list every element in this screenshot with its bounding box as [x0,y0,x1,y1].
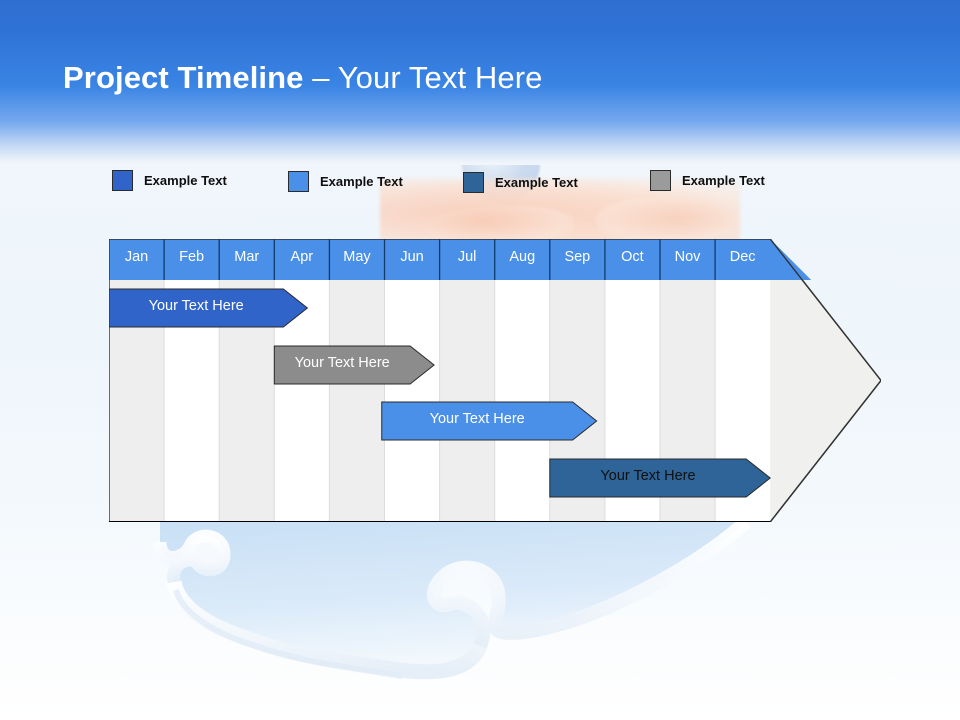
timeline-arrow-graphic [109,239,881,522]
legend-swatch-icon [463,172,484,193]
timeline-column-may [329,280,385,522]
legend-swatch-icon [650,170,671,191]
legend-label: Example Text [144,173,227,188]
legend-label: Example Text [682,173,765,188]
timeline-column-jun [384,280,440,522]
page-title-bold: Project Timeline [63,60,304,95]
page-title-rest: – Your Text Here [303,60,543,95]
legend-item-2: Example Text [288,171,403,192]
legend-swatch-icon [288,171,309,192]
figure-right-arm [596,198,736,244]
legend-label: Example Text [495,175,578,190]
legend-item-3: Example Text [463,172,578,193]
legend-item-4: Example Text [650,170,765,191]
arrow-outline-stroke [109,239,881,522]
timeline-column-aug [494,280,550,522]
timeline-bar-4[interactable] [549,458,772,498]
title-banner [0,0,960,165]
timeline-column-jul [439,280,495,522]
timeline-bar-1[interactable] [109,288,309,328]
puzzle-piece-icon [153,520,751,680]
timeline-bar-2[interactable] [273,345,435,385]
page-title: Project Timeline – Your Text Here [63,60,542,96]
legend-swatch-icon [112,170,133,191]
timeline-bar-3[interactable] [381,401,598,441]
legend-item-1: Example Text [112,170,227,191]
month-header-band [109,239,812,280]
legend-label: Example Text [320,174,403,189]
